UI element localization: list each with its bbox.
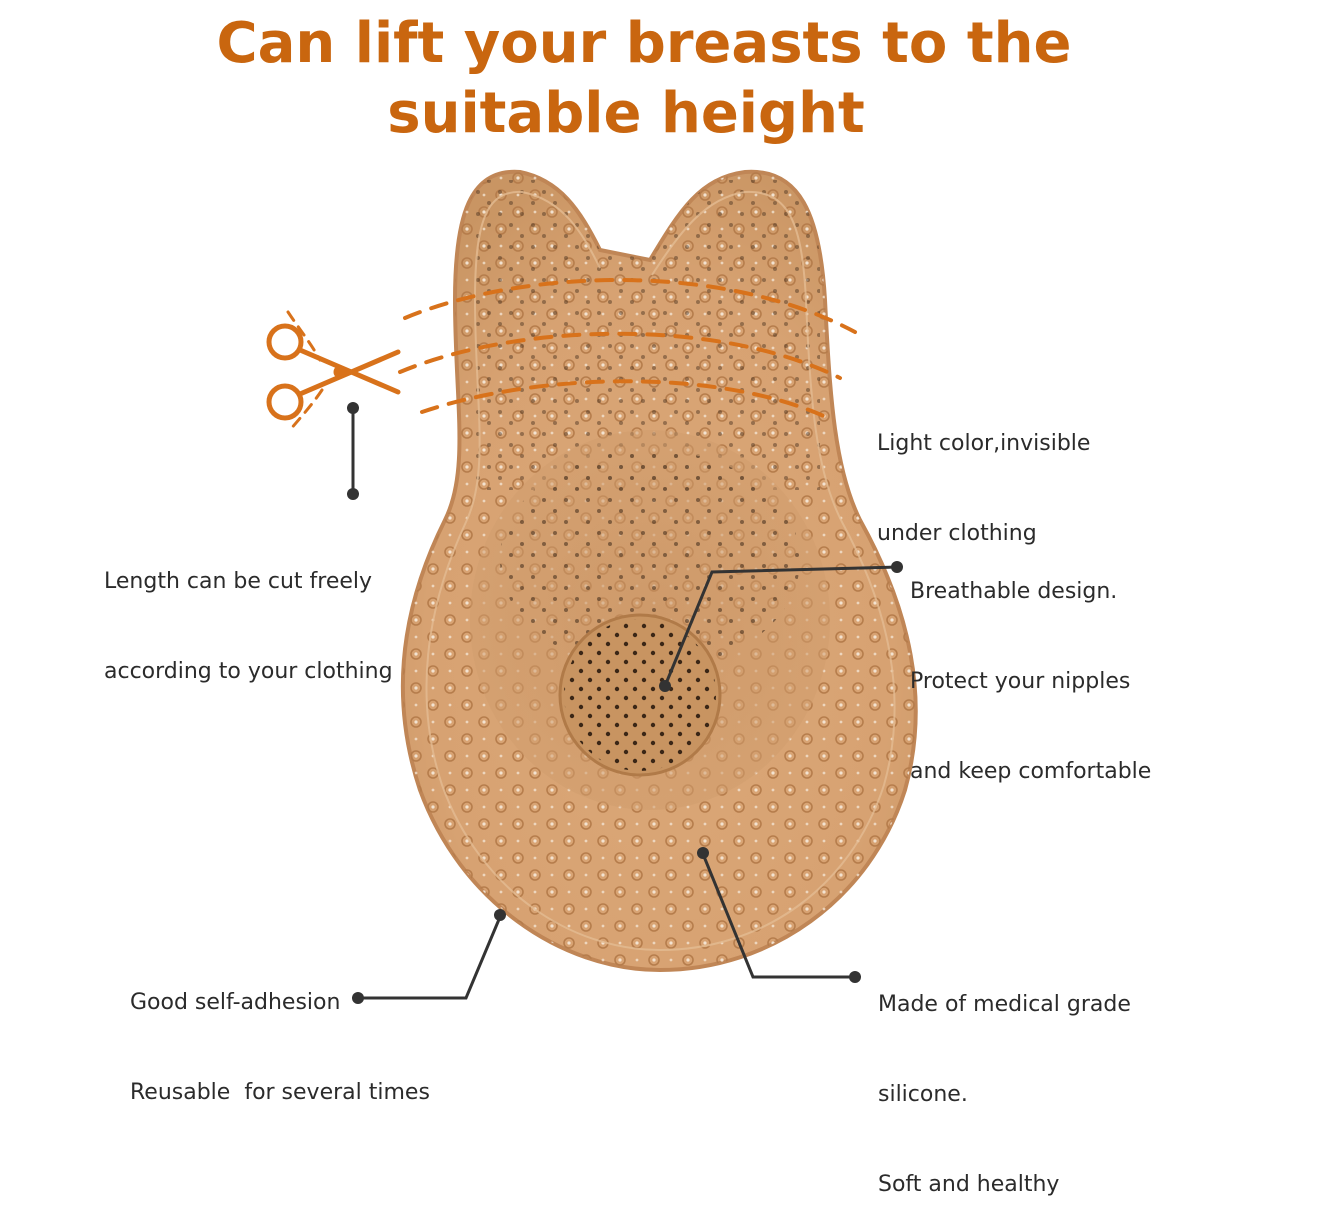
callout-cut-length-line2: according to your clothing: [104, 659, 393, 684]
callout-material-line3: Soft and healthy: [878, 1172, 1060, 1197]
callout-breathable: Breathable design. Protect your nipples …: [910, 517, 1151, 817]
callout-light-color: Light color,invisible under clothing: [877, 369, 1090, 579]
scissors-icon: [266, 323, 401, 421]
callout-adhesion-line2: Reusable for several times: [130, 1080, 430, 1105]
callout-light-color-line1: Light color,invisible: [877, 431, 1091, 456]
callout-material-line1: Made of medical grade: [878, 992, 1131, 1017]
callout-breathable-line2: Protect your nipples: [910, 669, 1131, 694]
callout-material-line2: silicone.: [878, 1082, 968, 1107]
callout-lines: [351, 410, 898, 1000]
callout-adhesion: Good self-adhesion Reusable for several …: [130, 928, 430, 1138]
callout-material: Made of medical grade silicone. Soft and…: [878, 930, 1131, 1230]
callout-light-color-line2: under clothing: [877, 521, 1037, 546]
title-line-1: Can lift your breasts to the: [216, 11, 1072, 76]
callout-cut-length: Length can be cut freely according to yo…: [104, 507, 393, 717]
title-line-2: suitable height: [387, 81, 865, 146]
cut-guide-lines: [286, 278, 857, 432]
callout-breathable-line3: and keep comfortable: [910, 759, 1152, 784]
callout-cut-length-line1: Length can be cut freely: [104, 569, 373, 594]
callout-dots: [347, 402, 903, 1004]
callout-adhesion-line1: Good self-adhesion: [130, 990, 341, 1015]
product-diagram: [266, 169, 918, 1004]
callout-breathable-line1: Breathable design.: [910, 579, 1118, 604]
